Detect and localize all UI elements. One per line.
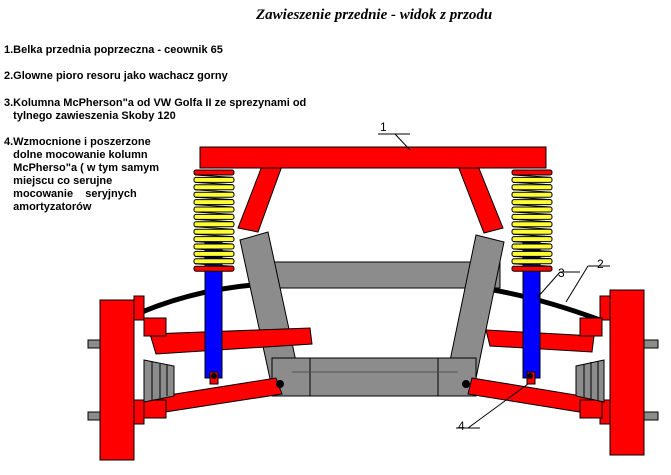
legend-line: McPherso"a ( w tym samym	[4, 162, 159, 174]
callout-4: 4	[458, 419, 465, 433]
spring-coil	[193, 250, 235, 257]
spring-coil	[193, 228, 235, 235]
spring-coil	[193, 221, 235, 228]
wheel-hub-right	[575, 289, 659, 456]
spring-coil	[511, 236, 553, 243]
legend-line: amortyzatorów	[4, 201, 92, 213]
spring-coil	[193, 184, 235, 191]
legend-line: 3.Kolumna McPherson"a od VW Golfa II ze …	[4, 97, 307, 109]
callout-3: 3	[558, 266, 565, 280]
spring-coil	[511, 221, 553, 228]
callout-leaders	[378, 133, 610, 429]
callout-1: 1	[380, 120, 387, 134]
diagram-title: Zawieszenie przednie - widok z przodu	[256, 7, 493, 23]
spring-coil	[511, 199, 553, 206]
spring-coil	[511, 176, 553, 183]
coil-spring-right	[511, 169, 553, 272]
spring-coil	[511, 213, 553, 220]
spring-coil	[511, 250, 553, 257]
spring-coil	[511, 169, 553, 176]
legend-line: tylnego zawieszenia Skoby 120	[4, 110, 176, 122]
legend-line: miejscu co serujne	[4, 175, 113, 187]
spring-coil	[193, 265, 235, 272]
front-crossbeam	[199, 146, 547, 169]
beam-diagonal-left	[237, 165, 283, 233]
legend-line: dolne mocowanie kolumn	[4, 149, 148, 161]
gray-subframe	[239, 231, 505, 397]
spring-coil	[193, 176, 235, 183]
spring-coil	[193, 236, 235, 243]
legend-line: 4.Wzmocnione i poszerzone	[4, 136, 151, 148]
spring-coil	[511, 191, 553, 198]
legend-line: 2.Glowne pioro resoru jako wachacz gorny	[4, 70, 228, 82]
spring-coil	[511, 184, 553, 191]
spring-coil	[193, 206, 235, 213]
spring-coil	[511, 243, 553, 250]
beam-diagonal-right	[457, 165, 504, 234]
coil-spring-left	[193, 169, 235, 272]
callout-2: 2	[597, 257, 604, 271]
spring-coil	[511, 265, 553, 272]
spring-coil	[193, 199, 235, 206]
spring-coil	[193, 191, 235, 198]
legend-item-2: 2.Glowne pioro resoru jako wachacz gorny	[4, 70, 228, 83]
spring-coil	[193, 243, 235, 250]
legend-line: mocowanie seryjnych	[4, 188, 137, 200]
spring-coil	[511, 258, 553, 265]
spring-coil	[511, 206, 553, 213]
legend-line: 1.Belka przednia poprzeczna - ceownik 65	[4, 44, 223, 56]
legend-item-4: 4.Wzmocnione i poszerzone dolne mocowani…	[4, 136, 159, 214]
wheel-hub-left	[87, 295, 175, 461]
legend-item-1: 1.Belka przednia poprzeczna - ceownik 65	[4, 44, 223, 57]
spring-coil	[193, 258, 235, 265]
spring-coil	[193, 169, 235, 176]
legend-item-3: 3.Kolumna McPherson"a od VW Golfa II ze …	[4, 97, 306, 123]
lower-arm-left	[149, 327, 313, 415]
spring-coil	[511, 228, 553, 235]
spring-coil	[193, 213, 235, 220]
